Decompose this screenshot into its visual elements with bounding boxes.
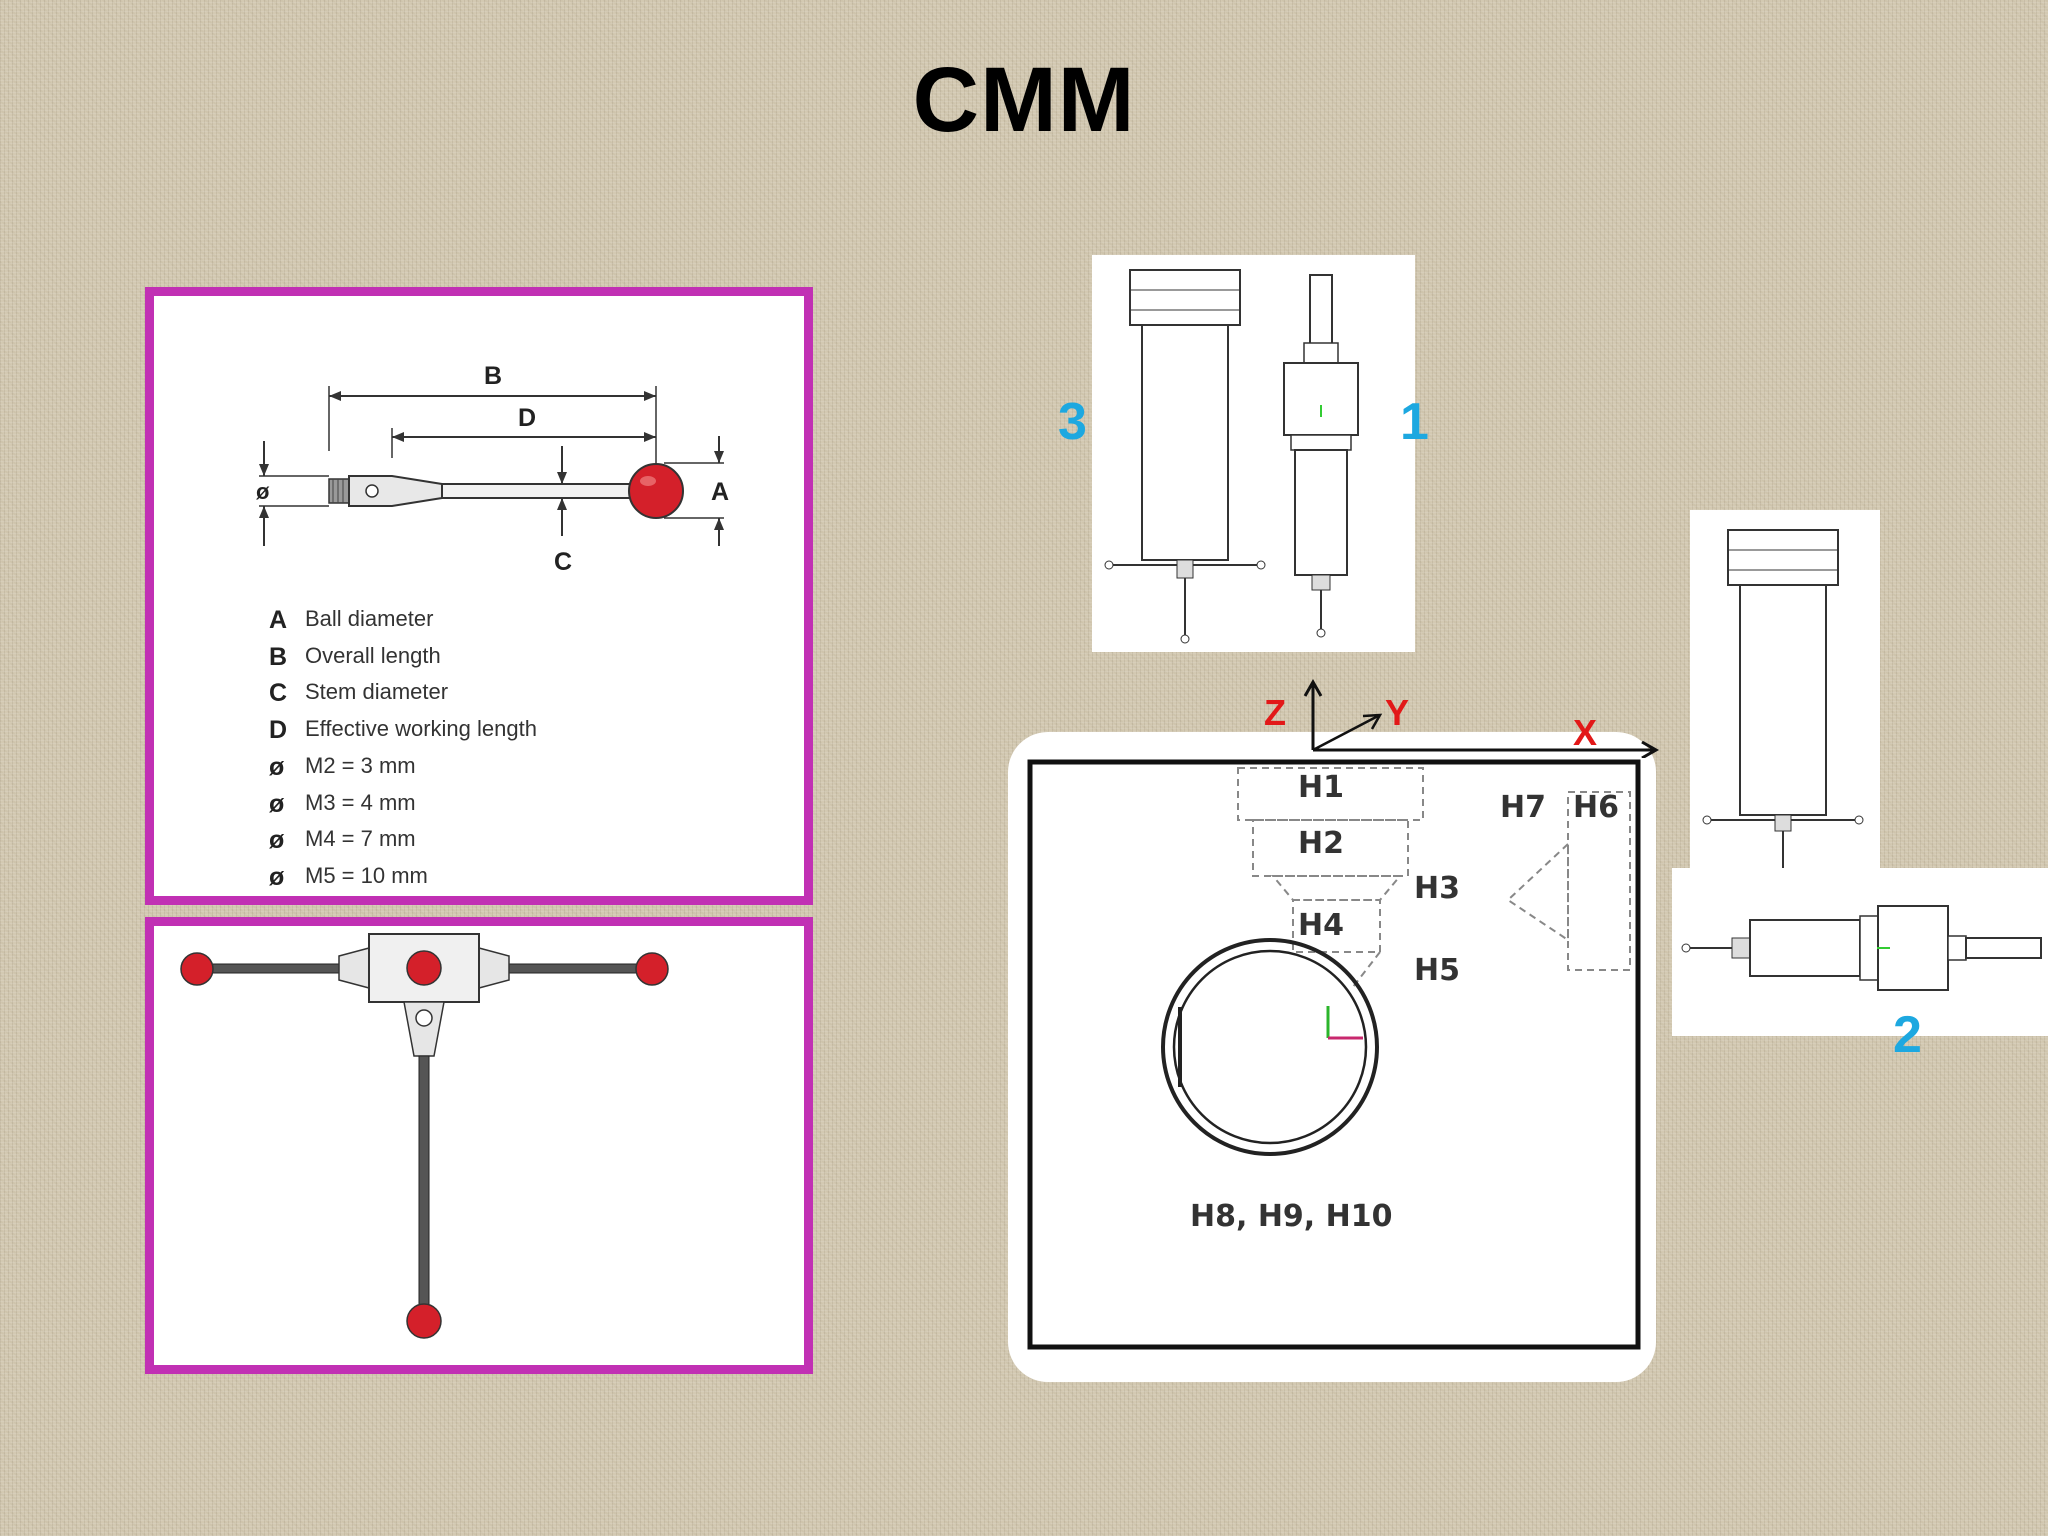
stylus-dimension-drawing: B D A C — [256, 362, 729, 576]
legend-text: Overall length — [305, 642, 441, 668]
legend-text: Effective working length — [305, 716, 537, 742]
legend-key: ø — [269, 826, 285, 855]
label-h8-h10: H8, H9, H10 — [1190, 1199, 1393, 1234]
probe-label-3: 3 — [1058, 393, 1087, 451]
legend-key: D — [269, 716, 288, 745]
label-h5: H5 — [1414, 953, 1460, 988]
legend-text: M4 = 7 mm — [305, 826, 416, 852]
label-h3: H3 — [1414, 871, 1460, 906]
label-h4: H4 — [1298, 908, 1344, 943]
part-drawing: H1 H2 H3 H4 H5 H7 H6 H8, H9, H10 — [1027, 759, 1641, 1350]
legend-key: B — [269, 642, 288, 671]
dim-label-b: B — [484, 362, 502, 390]
dim-label-dia: ø — [256, 479, 270, 504]
dim-label-d: D — [518, 404, 536, 432]
legend-key: ø — [269, 789, 285, 818]
dim-label-c: C — [554, 548, 572, 576]
label-h7: H7 — [1500, 790, 1546, 825]
axis-label-x: X — [1573, 712, 1598, 753]
probe-label-1: 1 — [1400, 393, 1429, 451]
legend-text: Stem diameter — [305, 679, 449, 705]
legend-key: A — [269, 606, 288, 634]
legend-key: C — [269, 679, 288, 708]
star-stylus-drawing — [180, 933, 669, 1339]
dim-label-a: A — [711, 478, 729, 506]
star-stylus-panel — [145, 917, 813, 1374]
axis-triad — [1303, 678, 1660, 758]
probe-drawing-vertical — [1702, 529, 1864, 899]
slide-title: CMM — [912, 49, 1136, 151]
legend-text: M2 = 3 mm — [305, 752, 416, 778]
probe-drawing-horizontal — [1681, 905, 2042, 991]
axis-label-z: Z — [1264, 692, 1286, 733]
stylus-spec-panel: B D A C — [145, 287, 813, 905]
label-h6: H6 — [1573, 790, 1619, 825]
probe-image-3-1 — [1092, 255, 1415, 652]
part-drawing-card: H1 H2 H3 H4 H5 H7 H6 H8, H9, H10 — [1008, 732, 1656, 1382]
label-h2: H2 — [1298, 826, 1344, 861]
probe-label-2: 2 — [1893, 1006, 1922, 1064]
legend-text: M3 = 4 mm — [305, 789, 416, 815]
probe-image-vertical — [1690, 510, 1880, 910]
probe-drawing — [1104, 269, 1359, 644]
legend-text: Ball diameter — [305, 606, 434, 631]
legend-text: M5 = 10 mm — [305, 862, 428, 888]
legend-key: ø — [269, 862, 285, 891]
label-h1: H1 — [1298, 770, 1344, 805]
probe-image-2 — [1672, 868, 2048, 1036]
legend-key: ø — [269, 752, 285, 781]
axis-label-y: Y — [1385, 692, 1410, 733]
